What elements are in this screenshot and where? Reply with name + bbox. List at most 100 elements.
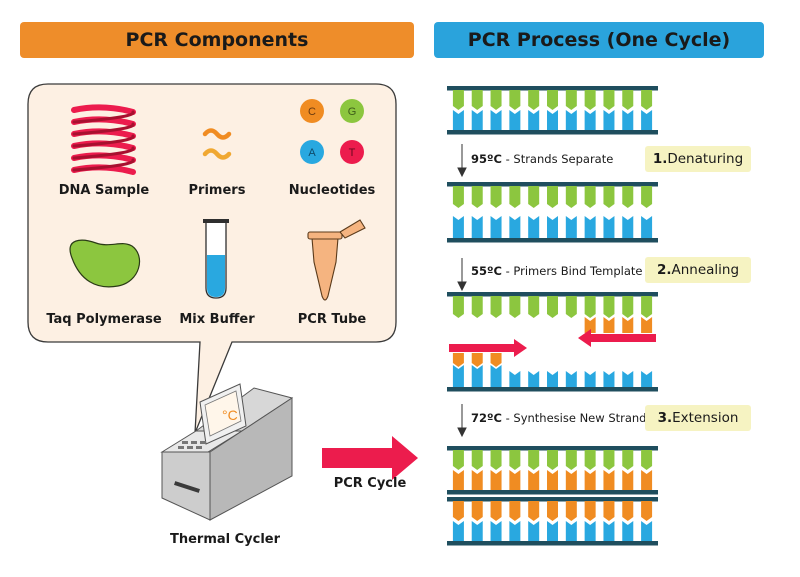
base-bottom: [528, 470, 540, 490]
primer-arrow-forward: [449, 339, 527, 357]
base-bottom: [565, 216, 577, 238]
base-top: [509, 296, 521, 318]
base-top: [565, 296, 577, 318]
base-top: [584, 296, 596, 318]
nucleotides-icon: C G A T: [300, 99, 364, 164]
base-bottom: [547, 521, 558, 541]
label-nucleotides: Nucleotides: [288, 183, 376, 198]
base-bottom: [641, 470, 653, 490]
base-top: [584, 450, 596, 470]
base-bottom: [603, 371, 615, 387]
base-bottom: [641, 371, 653, 387]
strand-backbone: [447, 497, 658, 502]
dna-strands: [447, 86, 658, 546]
label-pcr-tube: PCR Tube: [297, 312, 367, 327]
base-bottom: [603, 216, 615, 238]
base-top: [547, 186, 558, 208]
base-top: [565, 186, 577, 208]
base-bottom: [641, 110, 653, 130]
base-top: [641, 501, 653, 521]
base-top: [452, 186, 464, 208]
base-c: C: [308, 106, 316, 118]
base-bottom: [452, 470, 464, 490]
base-top: [641, 296, 653, 318]
tag-denaturing: 1. Denaturing: [645, 146, 751, 172]
base-bottom: [509, 470, 521, 490]
base-top: [471, 501, 483, 521]
base-top: [547, 296, 558, 318]
base-bottom: [565, 470, 577, 490]
strand-backbone: [447, 292, 658, 297]
base-top: [603, 501, 615, 521]
base-bottom: [547, 216, 558, 238]
base-bottom: [471, 216, 483, 238]
base-top: [528, 90, 540, 110]
base-top: [622, 90, 634, 110]
step-arrow-1: [457, 167, 467, 178]
pcr-cycle-arrow: [322, 436, 418, 480]
base-g: G: [348, 106, 357, 118]
base-top: [509, 186, 521, 208]
process-header: PCR Process (One Cycle): [434, 22, 764, 58]
base-bottom: [584, 371, 596, 387]
base-bottom: [509, 216, 521, 238]
base-bottom: [641, 317, 653, 333]
base-top: [490, 296, 502, 318]
base-bottom: [471, 470, 483, 490]
base-bottom: [584, 521, 596, 541]
label-primers: Primers: [188, 183, 246, 198]
primer-arrows: [449, 329, 656, 357]
base-top: [528, 186, 540, 208]
strand-backbone: [447, 387, 658, 392]
tag-annealing: 2. Annealing: [645, 257, 751, 283]
base-bottom: [547, 470, 558, 490]
base-top: [603, 90, 615, 110]
base-bottom: [452, 365, 464, 387]
primers-icon: [202, 128, 232, 160]
base-top: [509, 450, 521, 470]
base-bottom: [622, 521, 634, 541]
strand-backbone: [447, 446, 658, 451]
base-top: [565, 501, 577, 521]
label-mix-buffer: Mix Buffer: [179, 312, 255, 327]
base-top: [452, 450, 464, 470]
base-bottom: [547, 371, 558, 387]
base-top: [471, 450, 483, 470]
base-top: [490, 501, 502, 521]
label-taq-polymerase: Taq Polymerase: [46, 312, 162, 327]
base-top: [490, 353, 502, 367]
base-top: [584, 501, 596, 521]
base-bottom: [641, 521, 653, 541]
base-bottom: [509, 110, 521, 130]
base-a: A: [308, 147, 316, 159]
step-arrow-3: [457, 427, 467, 438]
base-bottom: [490, 470, 502, 490]
base-top: [641, 450, 653, 470]
base-bottom: [509, 371, 521, 387]
base-bottom: [603, 110, 615, 130]
step-1-text: 95ºC - Strands Separate: [471, 152, 614, 166]
label-dna-sample: DNA Sample: [58, 183, 150, 198]
base-top: [452, 353, 464, 367]
base-bottom: [471, 110, 483, 130]
base-top: [528, 450, 540, 470]
base-top: [603, 296, 615, 318]
base-bottom: [490, 216, 502, 238]
base-top: [641, 186, 653, 208]
base-top: [622, 501, 634, 521]
base-bottom: [528, 371, 540, 387]
tag-extension: 3. Extension: [645, 405, 751, 431]
base-bottom: [641, 216, 653, 238]
step-2-text: 55ºC - Primers Bind Template: [471, 264, 643, 278]
base-top: [490, 186, 502, 208]
strand-backbone: [447, 130, 658, 135]
base-top: [452, 501, 464, 521]
base-top: [565, 450, 577, 470]
base-top: [547, 90, 558, 110]
base-top: [584, 186, 596, 208]
base-top: [584, 90, 596, 110]
base-bottom: [452, 521, 464, 541]
base-bottom: [622, 317, 634, 333]
step-3-text: 72ºC - Synthesise New Strand: [471, 411, 647, 425]
